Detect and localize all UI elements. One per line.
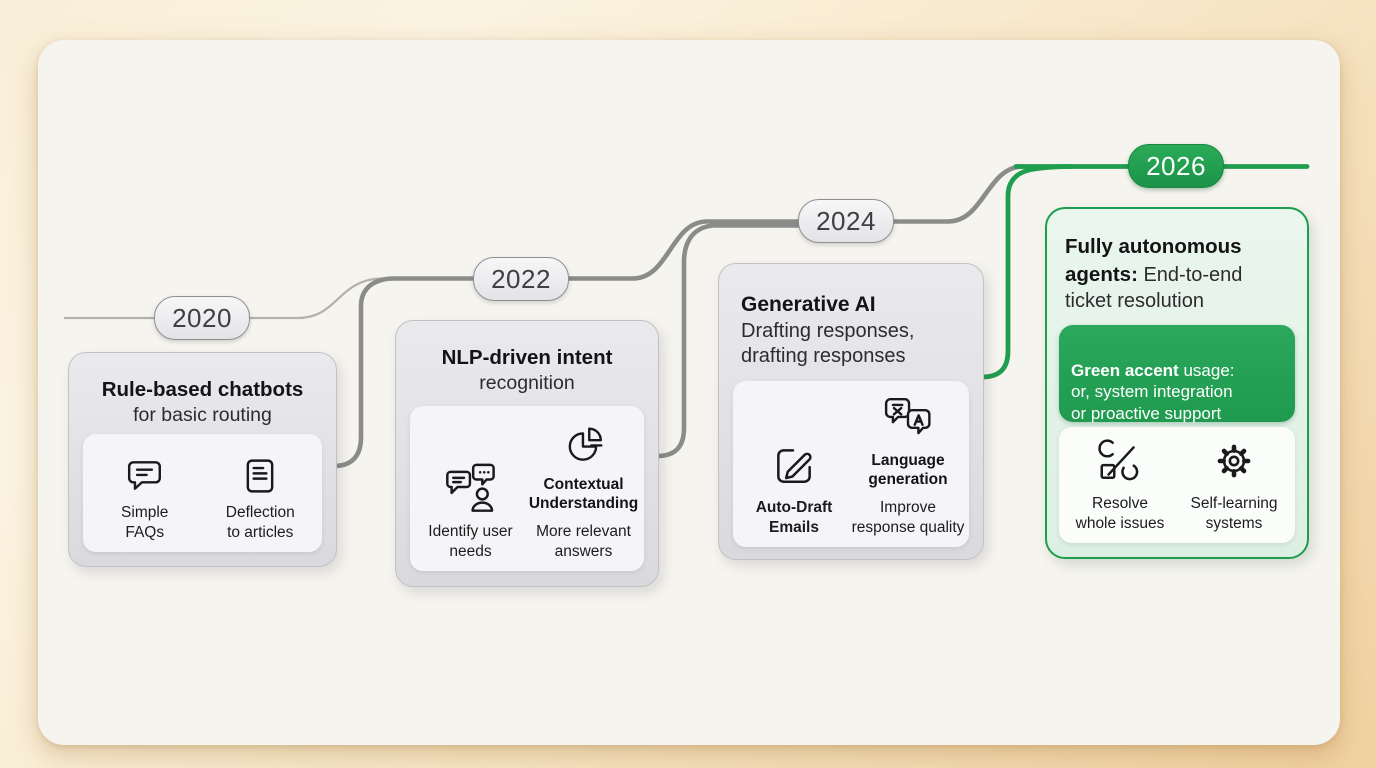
feature-label: Auto-Draft Emails xyxy=(755,499,833,536)
feature-label: Self-learning systems xyxy=(1190,495,1278,532)
feature-resolve-issues: Resolve whole issues xyxy=(1063,437,1177,533)
gear-icon xyxy=(1210,437,1258,485)
year-pill-2022: 2022 xyxy=(473,257,569,301)
feature-self-learning: Self-learning systems xyxy=(1177,437,1291,533)
highlight-rest: usage: or, system integration or proacti… xyxy=(1071,360,1235,423)
feature-sublabel: Contextual Understanding xyxy=(528,475,639,512)
feature-label: Identify user needs xyxy=(428,523,513,560)
edit-draft-icon xyxy=(770,441,818,489)
milestone-card-2026: Fully autonomous agents: End-to-end tick… xyxy=(1045,207,1309,559)
card-2026-title-bold: Fully autonomous agents: xyxy=(1065,235,1242,286)
resolve-icon xyxy=(1096,437,1144,485)
feature-language-gen: Language generation Improve response qua… xyxy=(851,391,965,537)
feature-sublabel: Language generation xyxy=(868,451,948,488)
feature-label: More relevant answers xyxy=(536,523,631,560)
card-2024-title-rest: Drafting responses, drafting responses xyxy=(741,319,915,368)
card-2022-title-bold: NLP-driven intent xyxy=(441,346,613,369)
chat-person-icon xyxy=(443,461,499,513)
feature-label: Simple FAQs xyxy=(121,504,169,541)
card-2020-title-bold: Rule-based chatbots xyxy=(101,378,304,401)
feature-label: Deflection to articles xyxy=(225,504,295,541)
card-2022-title: NLP-driven intent recognition xyxy=(396,321,658,396)
feature-auto-draft: Auto-Draft Emails xyxy=(737,391,851,537)
year-pill-2026: 2026 xyxy=(1128,144,1224,188)
feature-deflection: Deflection to articles xyxy=(203,444,319,542)
chat-lines-icon xyxy=(126,458,164,494)
card-2020-feature-box: Simple FAQs Deflection to articles xyxy=(83,434,322,552)
translate-icon xyxy=(883,396,933,442)
milestone-card-2020: Rule-based chatbots for basic routing Si… xyxy=(68,352,337,567)
year-pill-2020: 2020 xyxy=(154,296,250,340)
feature-simple-faqs: Simple FAQs xyxy=(87,444,203,542)
year-pill-2024: 2024 xyxy=(798,199,894,243)
card-2026-feature-box: Resolve whole issues Self- xyxy=(1059,427,1295,543)
card-2026-title: Fully autonomous agents: End-to-end tick… xyxy=(1047,209,1307,315)
feature-label: Improve response quality xyxy=(851,499,965,536)
card-2020-title-rest: for basic routing xyxy=(133,404,272,427)
feature-label: Resolve whole issues xyxy=(1075,495,1165,532)
highlight-bold: Green accent xyxy=(1071,360,1179,380)
feature-identify-needs: Identify user needs xyxy=(414,416,527,561)
card-2022-title-rest: recognition xyxy=(479,372,575,395)
milestone-card-2022: NLP-driven intent recognition xyxy=(395,320,659,587)
article-icon xyxy=(245,458,275,494)
milestone-card-2024: Generative AI Drafting responses, drafti… xyxy=(718,263,984,560)
card-2024-title-bold: Generative AI xyxy=(741,293,876,316)
card-2024-feature-box: Auto-Draft Emails Language generation Im… xyxy=(733,381,969,547)
card-2026-highlight-box: Green accent usage: or, system integrati… xyxy=(1059,325,1295,423)
card-2022-feature-box: Identify user needs Contextual Understan… xyxy=(410,406,644,571)
card-2024-title: Generative AI Drafting responses, drafti… xyxy=(719,264,983,370)
pie-chart-icon xyxy=(563,426,605,466)
card-2026-title-rest: End-to-end ticket resolution xyxy=(1065,263,1243,313)
feature-contextual: Contextual Understanding More relevant a… xyxy=(527,416,640,561)
card-2020-title: Rule-based chatbots for basic routing xyxy=(69,353,336,428)
